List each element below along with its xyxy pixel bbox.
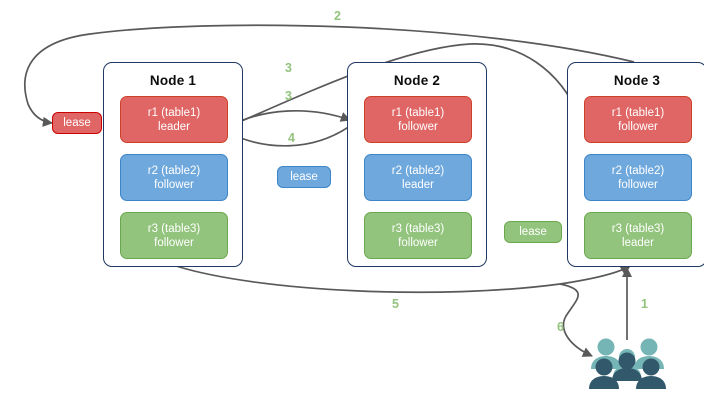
node-3-replica-r3-role: leader (622, 236, 654, 249)
node-3-replica-r3-table: r3 (table3) (611, 222, 665, 235)
node-2-replica-r2[interactable]: r2 (table2) leader (364, 154, 472, 201)
node-2-replica-r2-role: leader (402, 178, 434, 191)
node-3-replica-r2[interactable]: r2 (table2) follower (584, 154, 692, 201)
node-1-replica-r1-table: r1 (table1) (147, 106, 201, 119)
step-label-3b: 3 (285, 89, 292, 103)
node-2-replica-r1-role: follower (398, 120, 438, 133)
node-1-replica-r2-role: follower (154, 178, 194, 191)
node-3-replica-r1[interactable]: r1 (table1) follower (584, 96, 692, 143)
node-2-replica-r3[interactable]: r3 (table3) follower (364, 212, 472, 259)
node-1-replica-r3-table: r3 (table3) (147, 222, 201, 235)
users-icon (589, 338, 666, 389)
lease-badge-red[interactable]: lease (52, 112, 102, 134)
node-3-replica-r2-table: r2 (table2) (611, 164, 665, 177)
node-1-replica-r2-table: r2 (table2) (147, 164, 201, 177)
node-2-replica-r2-table: r2 (table2) (391, 164, 445, 177)
step-label-6: 6 (557, 320, 564, 334)
node-1-replica-r3[interactable]: r3 (table3) follower (120, 212, 228, 259)
node-1-replica-r2[interactable]: r2 (table2) follower (120, 154, 228, 201)
step-label-1: 1 (641, 297, 648, 311)
node-1-replica-r1-role: leader (158, 120, 190, 133)
node-3[interactable]: Node 3 r1 (table1) follower r2 (table2) … (567, 62, 704, 267)
node-2-replica-r1-table: r1 (table1) (391, 106, 445, 119)
node-2-title: Node 2 (393, 73, 441, 88)
edge-step-5 (175, 265, 631, 294)
node-3-title: Node 3 (613, 73, 661, 88)
step-label-5: 5 (392, 297, 399, 311)
node-3-replica-r2-role: follower (618, 178, 658, 191)
node-3-replica-r1-table: r1 (table1) (611, 106, 665, 119)
node-3-replica-r1-role: follower (618, 120, 658, 133)
node-1-title: Node 1 (149, 73, 197, 88)
step-label-2: 2 (334, 9, 341, 23)
lease-badge-green[interactable]: lease (504, 221, 562, 243)
node-2-replica-r3-role: follower (398, 236, 438, 249)
node-1-replica-r1[interactable]: r1 (table1) leader (120, 96, 228, 143)
node-2-replica-r3-table: r3 (table3) (391, 222, 445, 235)
lease-badge-blue[interactable]: lease (277, 166, 331, 188)
node-2-replica-r1[interactable]: r1 (table1) follower (364, 96, 472, 143)
edge-step-3-to-node2 (228, 109, 351, 127)
step-label-4: 4 (288, 131, 295, 145)
node-2[interactable]: Node 2 r1 (table1) follower r2 (table2) … (347, 62, 487, 267)
node-3-replica-r3[interactable]: r3 (table3) leader (584, 212, 692, 259)
step-label-3a: 3 (285, 61, 292, 75)
node-1[interactable]: Node 1 r1 (table1) leader r2 (table2) fo… (103, 62, 243, 267)
node-1-replica-r3-role: follower (154, 236, 194, 249)
